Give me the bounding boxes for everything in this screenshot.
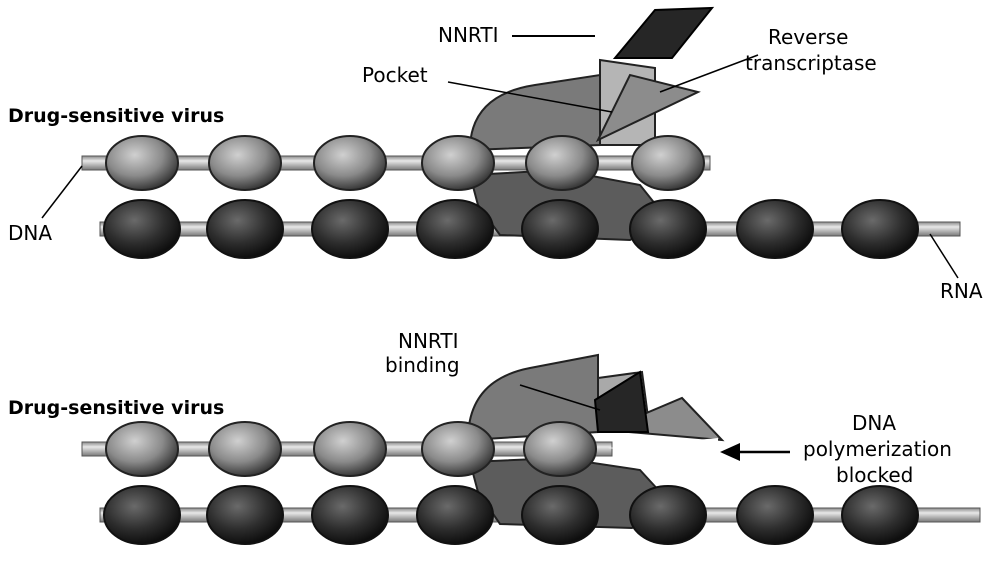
dna-leader-line — [42, 166, 82, 218]
dna-polymerization-blocked-label-line1: DNA — [852, 411, 896, 435]
bottom-panel: Drug-sensitive virus — [8, 329, 980, 544]
reverse-transcriptase-leader-line — [660, 55, 758, 92]
rna-nucleotide-bead — [522, 200, 598, 258]
top-panel-title: Drug-sensitive virus — [8, 105, 224, 127]
rna-nucleotide-bead — [737, 486, 813, 544]
rna-nucleotide-bead — [842, 200, 918, 258]
rna-label: RNA — [940, 279, 983, 303]
rna-nucleotide-bead — [842, 486, 918, 544]
rna-leader-line — [930, 234, 958, 278]
reverse-transcriptase-label-line1: Reverse — [768, 25, 848, 49]
reverse-transcriptase-label-line2: transcriptase — [745, 51, 877, 75]
rna-nucleotide-bead — [312, 486, 388, 544]
rna-nucleotide-bead — [207, 486, 283, 544]
dna-nucleotide-bead — [209, 422, 281, 476]
nnrti-label: NNRTI — [438, 23, 498, 47]
dna-polymerization-blocked-label-line2: polymerization — [803, 437, 952, 461]
dna-nucleotide-bead — [632, 136, 704, 190]
rna-nucleotide-bead — [522, 486, 598, 544]
dna-nucleotide-bead — [422, 136, 494, 190]
dna-nucleotide-bead — [209, 136, 281, 190]
dna-nucleotide-bead — [314, 422, 386, 476]
pocket-label: Pocket — [362, 63, 428, 87]
polymerization-gap — [608, 438, 718, 460]
rna-nucleotide-bead — [630, 486, 706, 544]
dna-label: DNA — [8, 221, 52, 245]
bottom-panel-title: Drug-sensitive virus — [8, 397, 224, 419]
dna-nucleotide-bead — [526, 136, 598, 190]
dna-nucleotide-bead — [106, 422, 178, 476]
rna-nucleotide-bead — [417, 200, 493, 258]
nnrti-binding-label-line2: binding — [385, 353, 460, 377]
dna-nucleotide-bead — [422, 422, 494, 476]
rna-nucleotide-bead — [630, 200, 706, 258]
rna-nucleotide-bead — [312, 200, 388, 258]
rna-nucleotide-bead — [737, 200, 813, 258]
rna-nucleotide-bead — [207, 200, 283, 258]
nnrti-binding-label-line1: NNRTI — [398, 329, 458, 353]
dna-nucleotide-bead — [314, 136, 386, 190]
rna-nucleotide-bead — [104, 486, 180, 544]
dna-polymerization-blocked-label-line3: blocked — [836, 463, 913, 487]
top-panel: Drug-sensitive virus — [8, 8, 983, 303]
nnrti-drug-molecule — [615, 8, 712, 58]
blocked-arrow-head — [720, 443, 740, 461]
rna-nucleotide-bead — [417, 486, 493, 544]
dna-nucleotide-bead — [524, 422, 596, 476]
dna-nucleotide-bead — [106, 136, 178, 190]
rna-nucleotide-bead — [104, 200, 180, 258]
